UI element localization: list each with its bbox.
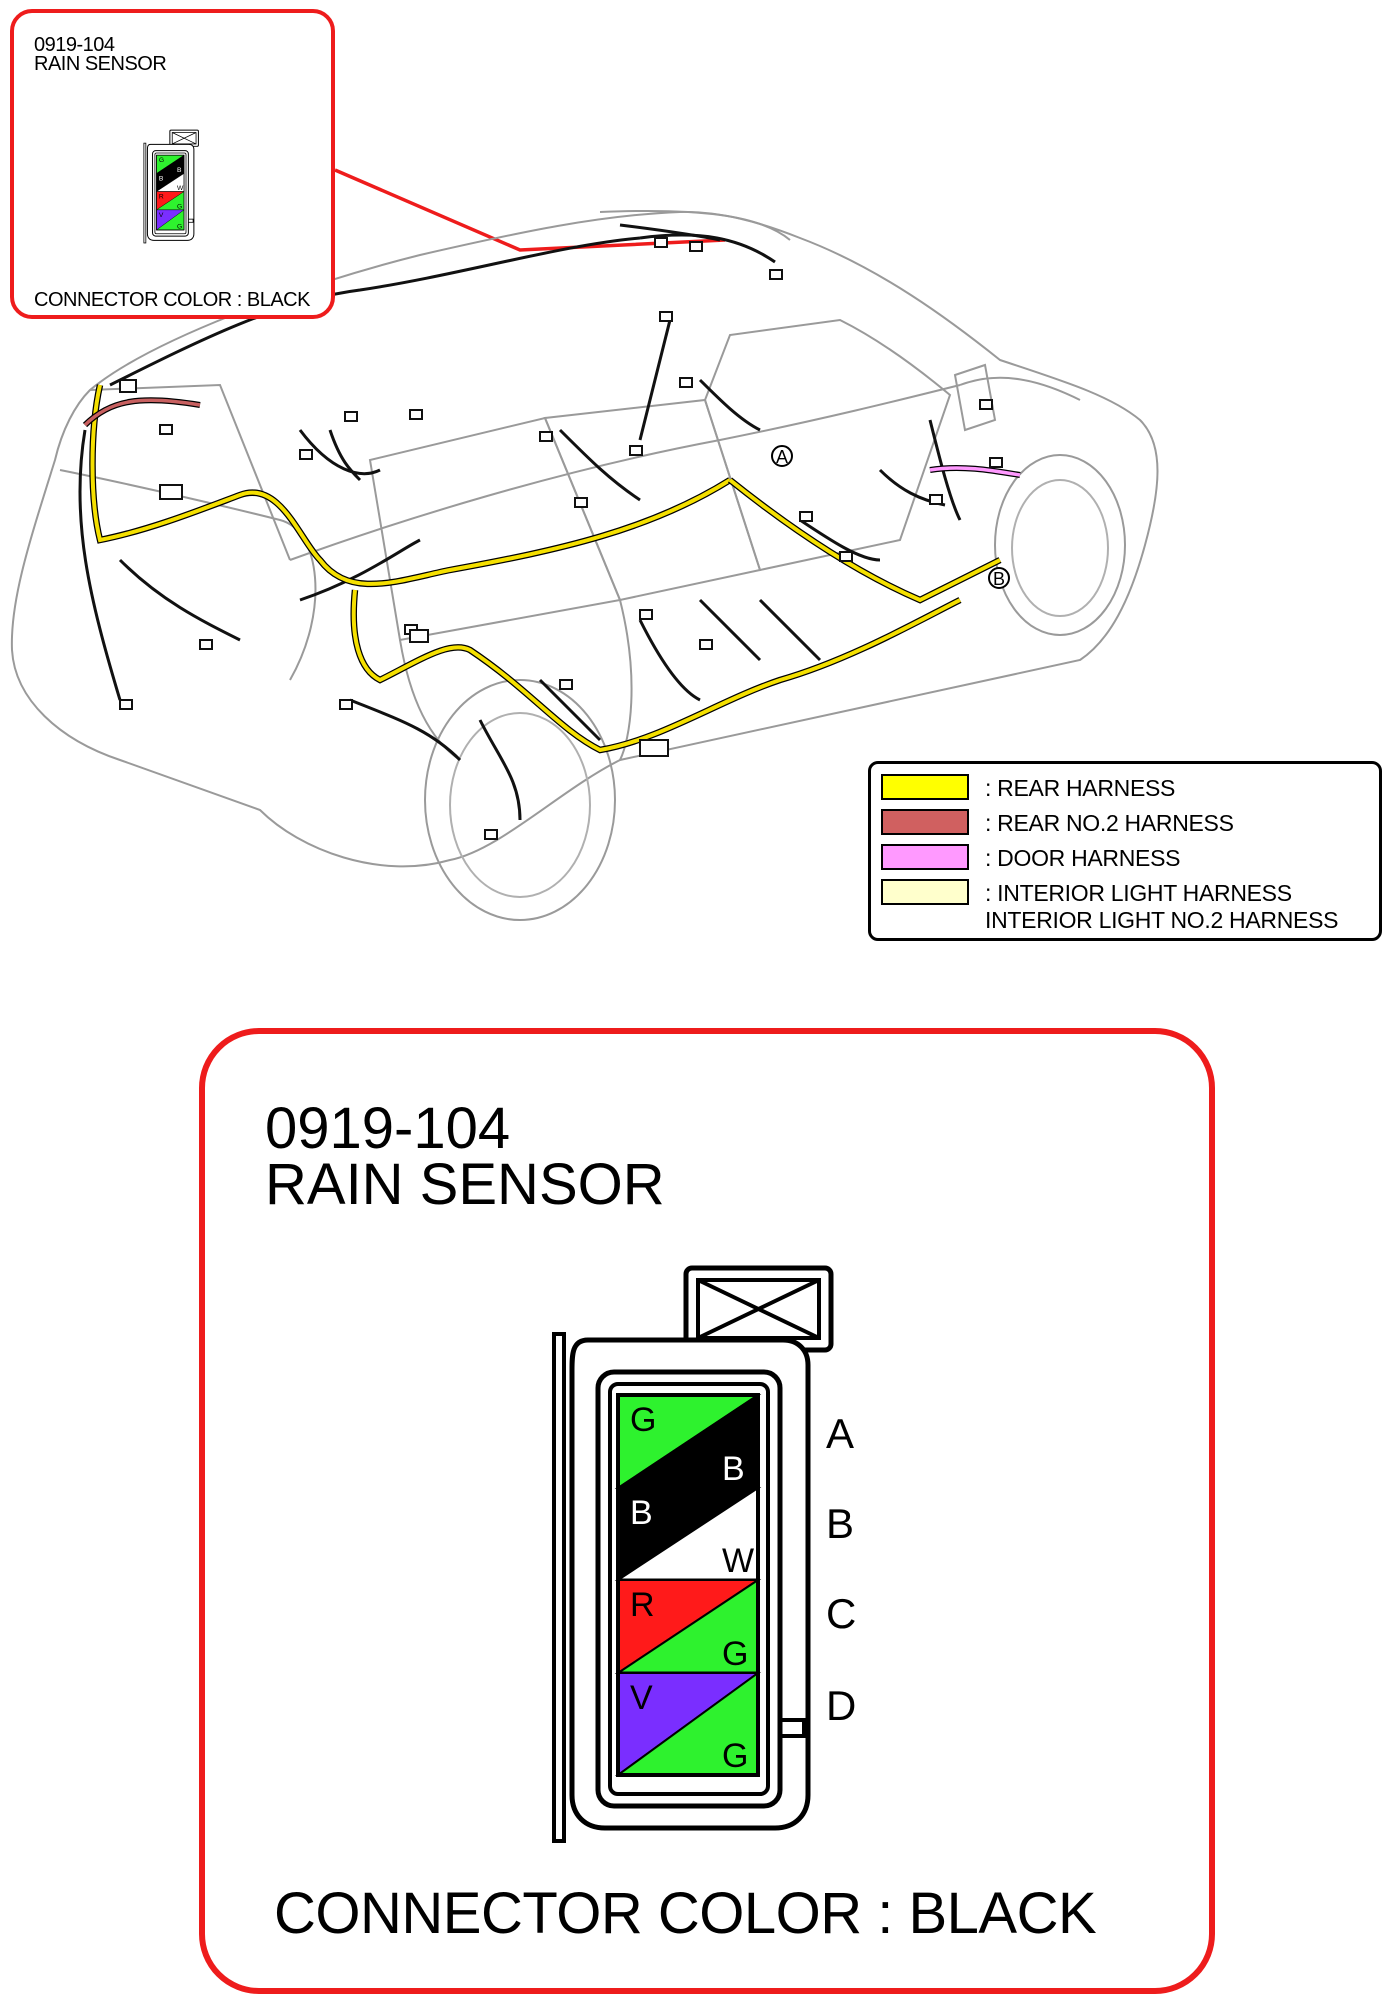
connector-name: RAIN SENSOR [265,1152,665,1217]
marker-b-label: B [993,569,1005,589]
connector-color-label: CONNECTOR COLOR : BLACK [274,1881,1097,1946]
marker-a: A [771,445,793,467]
inset-connector-name: RAIN SENSOR [34,53,167,75]
connector-detail-callout: 0919-104 RAIN SENSOR CONNECTOR COLOR : B… [199,1028,1215,1994]
connector-id: 0919-104 [265,1096,511,1161]
black-harness-lines [78,223,962,821]
legend-swatch [881,809,969,835]
inset-connector-id: 0919-104 [34,34,115,56]
legend-label-line2: INTERIOR LIGHT NO.2 HARNESS [985,907,1339,933]
legend-swatch [881,844,969,870]
legend-label: : REAR NO.2 HARNESS [985,810,1234,836]
vehicle-harness-illustration: A B [10,168,1159,921]
harness-connectors [119,237,1003,840]
legend-label: : REAR HARNESS [985,775,1176,801]
marker-a-label: A [776,447,788,467]
harness-legend: : REAR HARNESS : REAR NO.2 HARNESS : DOO… [868,761,1382,941]
legend-swatch [881,774,969,800]
inset-callout: 0919-104 RAIN SENSOR CONNECTOR COLOR : B… [10,9,335,319]
inset-connector-color: CONNECTOR COLOR : BLACK [34,289,310,311]
rear-harness-lines [89,384,1002,754]
marker-b: B [988,567,1010,589]
inset-connector-diagram [143,129,199,244]
legend-label: : DOOR HARNESS [985,845,1181,871]
legend-swatch [881,879,969,905]
legend-label: : INTERIOR LIGHT HARNESS [985,880,1292,906]
